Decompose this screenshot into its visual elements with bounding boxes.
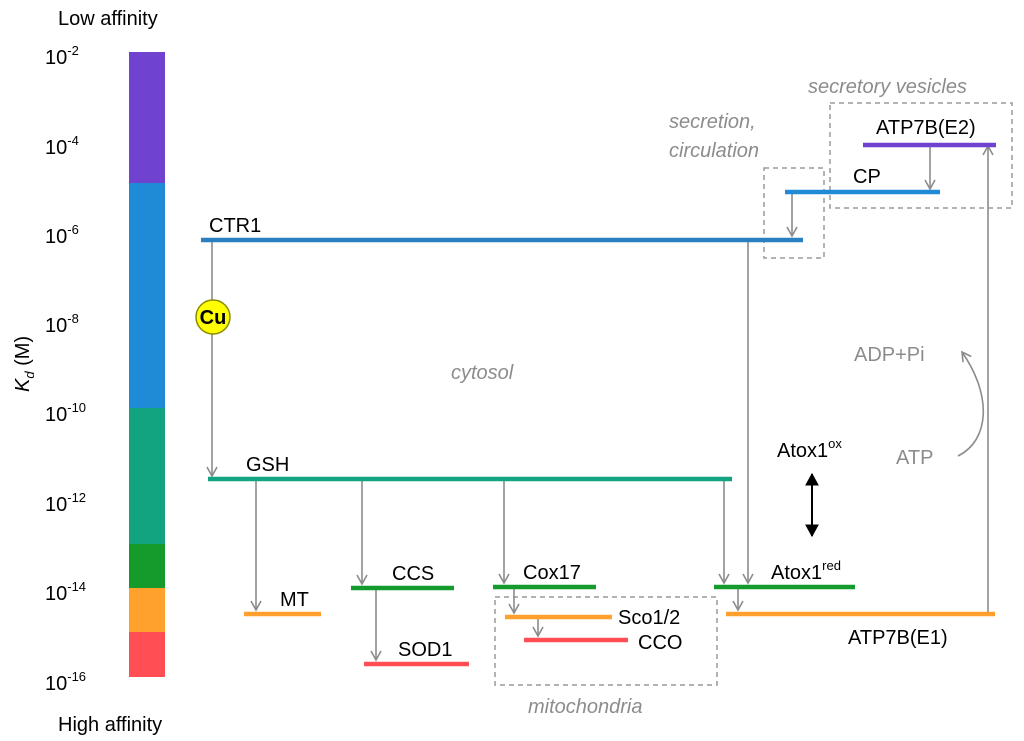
atox1-red-label: Atox1red [771, 558, 841, 584]
high-affinity-label: High affinity [58, 714, 162, 736]
atp7b-e2-label: ATP7B(E2) [876, 117, 976, 139]
atox1-ox-label: Atox1ox [777, 436, 842, 462]
copper-ion: Cu [195, 299, 231, 335]
copper-transfer-arrows [206, 144, 994, 662]
kd-axis-title: Kd (M) [12, 336, 37, 392]
affinity-color-scale [129, 52, 165, 677]
gsh-label: GSH [246, 454, 289, 476]
scale-segment-red [129, 632, 165, 677]
copper-ion-circle [195, 299, 231, 335]
secretory-vesicles-box [829, 102, 1013, 209]
low-affinity-label: Low affinity [58, 8, 158, 30]
sod1-label: SOD1 [398, 639, 452, 661]
cytosol-label: cytosol [451, 362, 514, 384]
cox17-label: Cox17 [523, 562, 581, 584]
scale-segment-green [129, 544, 165, 589]
ctr1-label: CTR1 [209, 215, 261, 237]
secretion-label: secretion, [669, 111, 756, 133]
tick-label: 10-8 [45, 311, 79, 337]
atp7b-e1-label: ATP7B(E1) [848, 627, 948, 649]
scale-segment-teal [129, 408, 165, 545]
scale-segment-blue [129, 183, 165, 409]
mitochondria-box [494, 596, 718, 686]
tick-label: 10-14 [45, 579, 86, 605]
copper-ion-label: Cu [200, 307, 227, 329]
tick-label: 10-16 [45, 669, 86, 695]
cp-label: CP [853, 166, 881, 188]
kd-tick-labels: 10-2 10-4 10-6 10-8 10-10 10-12 10-14 10… [45, 43, 86, 695]
scale-segment-orange [129, 588, 165, 633]
adp-pi-label: ADP+Pi [854, 344, 925, 366]
tick-label: 10-12 [45, 490, 86, 516]
tick-label: 10-10 [45, 400, 86, 426]
cco-label: CCO [638, 632, 682, 654]
secretory-vesicles-label: secretory vesicles [808, 76, 967, 98]
atp-label: ATP [896, 447, 933, 469]
mitochondria-label: mitochondria [528, 696, 643, 718]
tick-label: 10-4 [45, 133, 79, 159]
scale-segment-purple [129, 52, 165, 189]
mt-label: MT [280, 589, 309, 611]
ccs-label: CCS [392, 563, 434, 585]
tick-label: 10-6 [45, 222, 79, 248]
circulation-label: circulation [669, 140, 759, 162]
affinity-level-lines [201, 142, 996, 667]
arrow-atp-hydrolysis [957, 350, 985, 457]
tick-label: 10-2 [45, 43, 79, 69]
secretion-box [763, 167, 825, 259]
sco-label: Sco1/2 [618, 607, 680, 629]
